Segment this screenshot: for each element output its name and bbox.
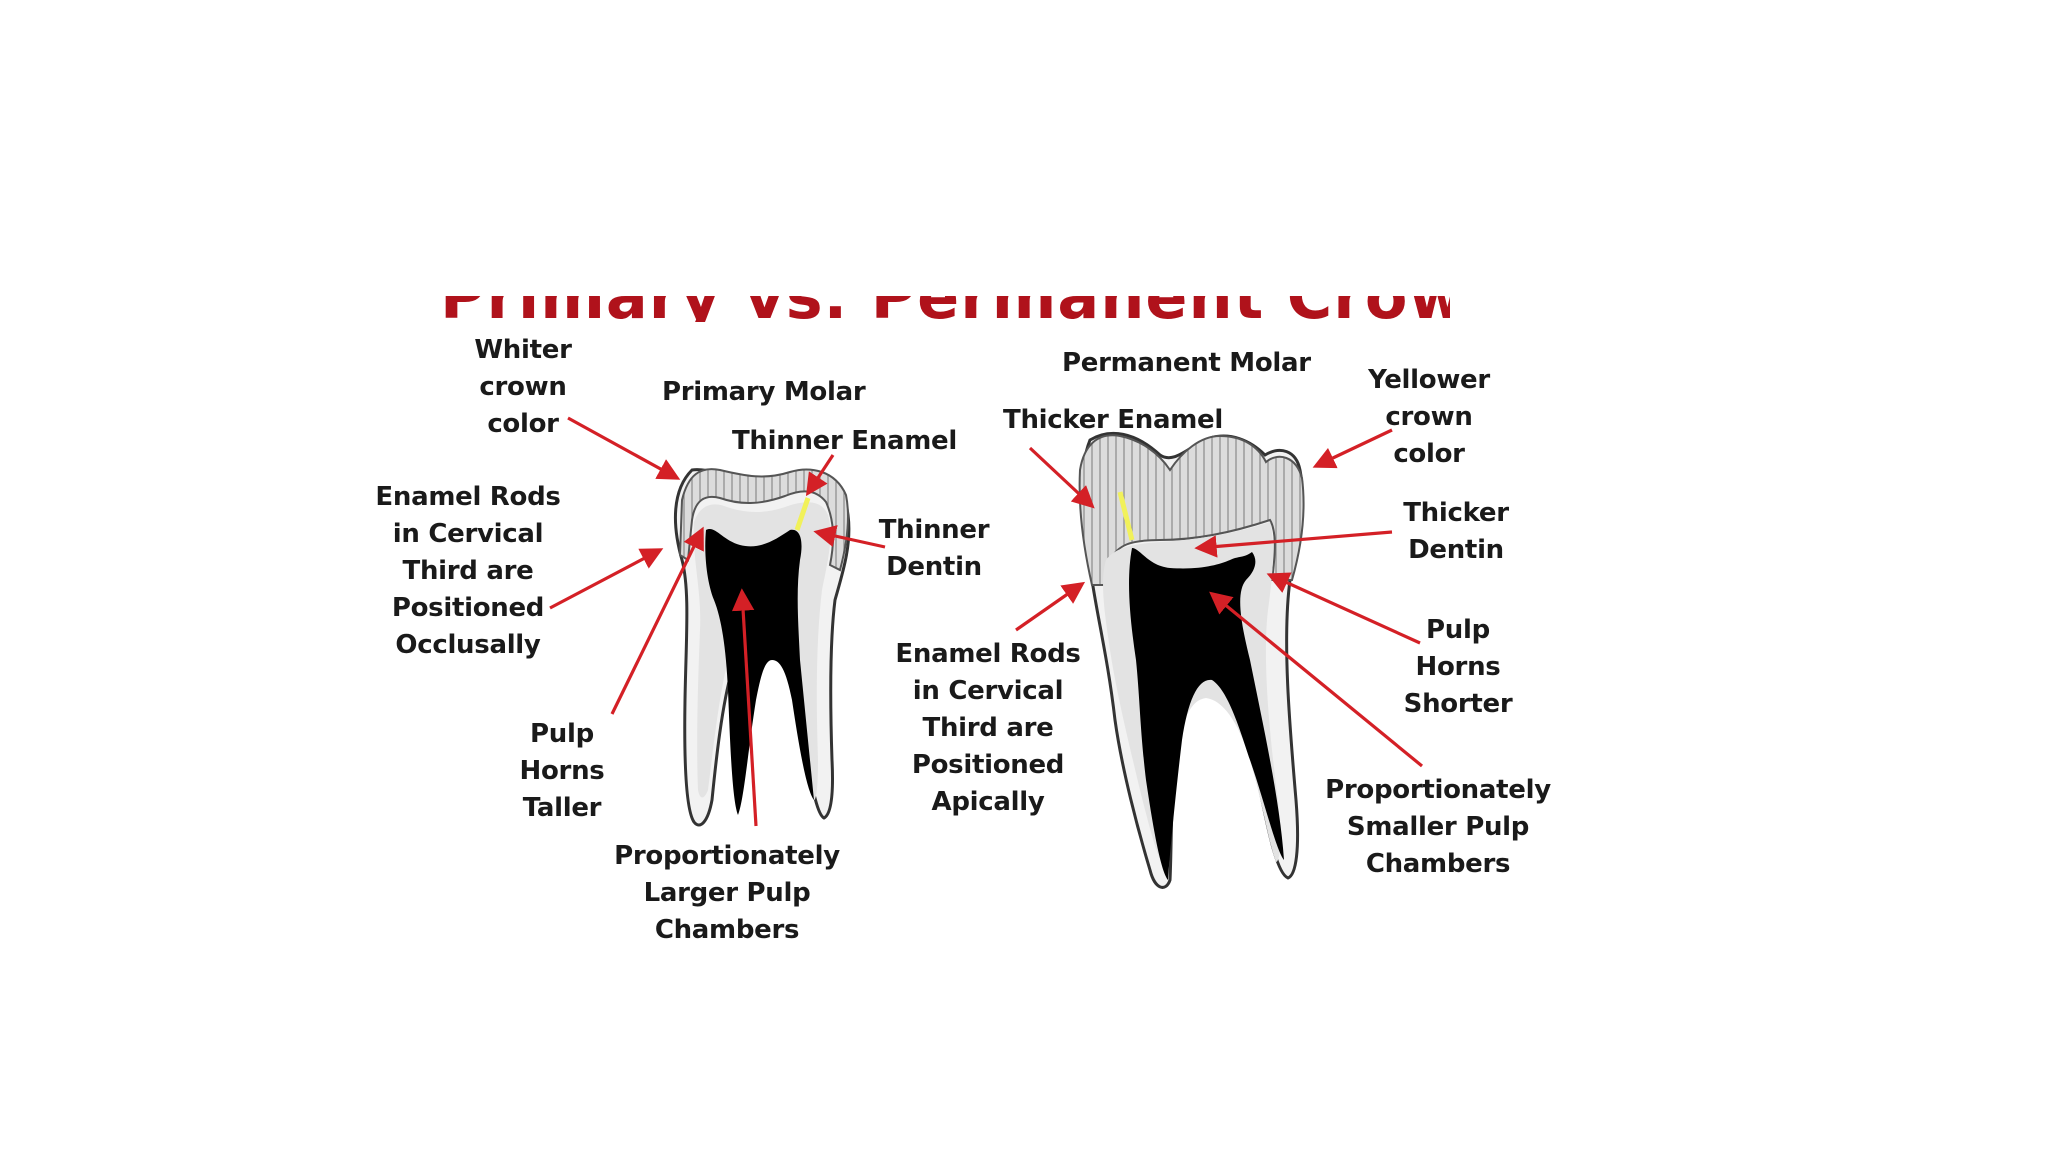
arrow-permanent-crown-color [1312, 428, 1393, 469]
permanent-enamel-rods-label: Enamel Rods in Cervical Third are Positi… [895, 639, 1081, 817]
primary-molar-illustration [673, 468, 851, 827]
arrow-permanent-enamel-rods [1015, 581, 1086, 632]
arrow-primary-enamel-rods [549, 548, 664, 610]
permanent-dentin-label: Thicker Dentin [1403, 498, 1509, 565]
cropped-slide-heading: Primary vs. Permanent Crowns [440, 296, 1450, 322]
arrow-primary-enamel [805, 454, 835, 497]
primary-enamel-rods-label: Enamel Rods in Cervical Third are Positi… [375, 482, 561, 660]
primary-pulp-horns-label: Pulp Horns Taller [519, 719, 605, 823]
permanent-pulp-chambers-label: Proportionately Smaller Pulp Chambers [1325, 775, 1551, 879]
permanent-crown-color-label: Yellower crown color [1368, 365, 1490, 469]
permanent-molar-title: Permanent Molar [1062, 348, 1311, 378]
arrow-primary-dentin [813, 525, 886, 549]
arrow-primary-pulp-chambers [731, 588, 758, 827]
permanent-molar-illustration [1078, 431, 1305, 889]
arrow-permanent-pulp-horns [1266, 572, 1421, 645]
arrow-permanent-pulp-chambers [1209, 591, 1424, 768]
permanent-enamel-layer [1078, 434, 1305, 586]
primary-enamel-marker [794, 497, 811, 531]
arrow-primary-crown-color [567, 416, 681, 480]
arrow-permanent-enamel [1028, 446, 1095, 509]
permanent-pulp-horns-label: Pulp Horns Shorter [1403, 615, 1513, 719]
permanent-pulp [1129, 548, 1284, 880]
primary-molar-title: Primary Molar [662, 377, 866, 407]
arrow-permanent-dentin [1194, 530, 1393, 558]
permanent-enamel-label: Thicker Enamel [1003, 405, 1223, 435]
annotation-arrows [549, 416, 1424, 827]
primary-dentin-label: Thinner Dentin [878, 515, 990, 582]
primary-crown-color-label: Whiter crown color [474, 335, 572, 439]
permanent-enamel-marker [1117, 491, 1135, 541]
slide-heading-text: Primary vs. Permanent Crowns [440, 296, 1450, 322]
primary-enamel-layer [678, 468, 849, 572]
primary-pulp-chambers-label: Proportionately Larger Pulp Chambers [614, 841, 840, 945]
arrow-primary-pulp-horns [610, 526, 704, 715]
primary-enamel-label: Thinner Enamel [732, 426, 957, 456]
